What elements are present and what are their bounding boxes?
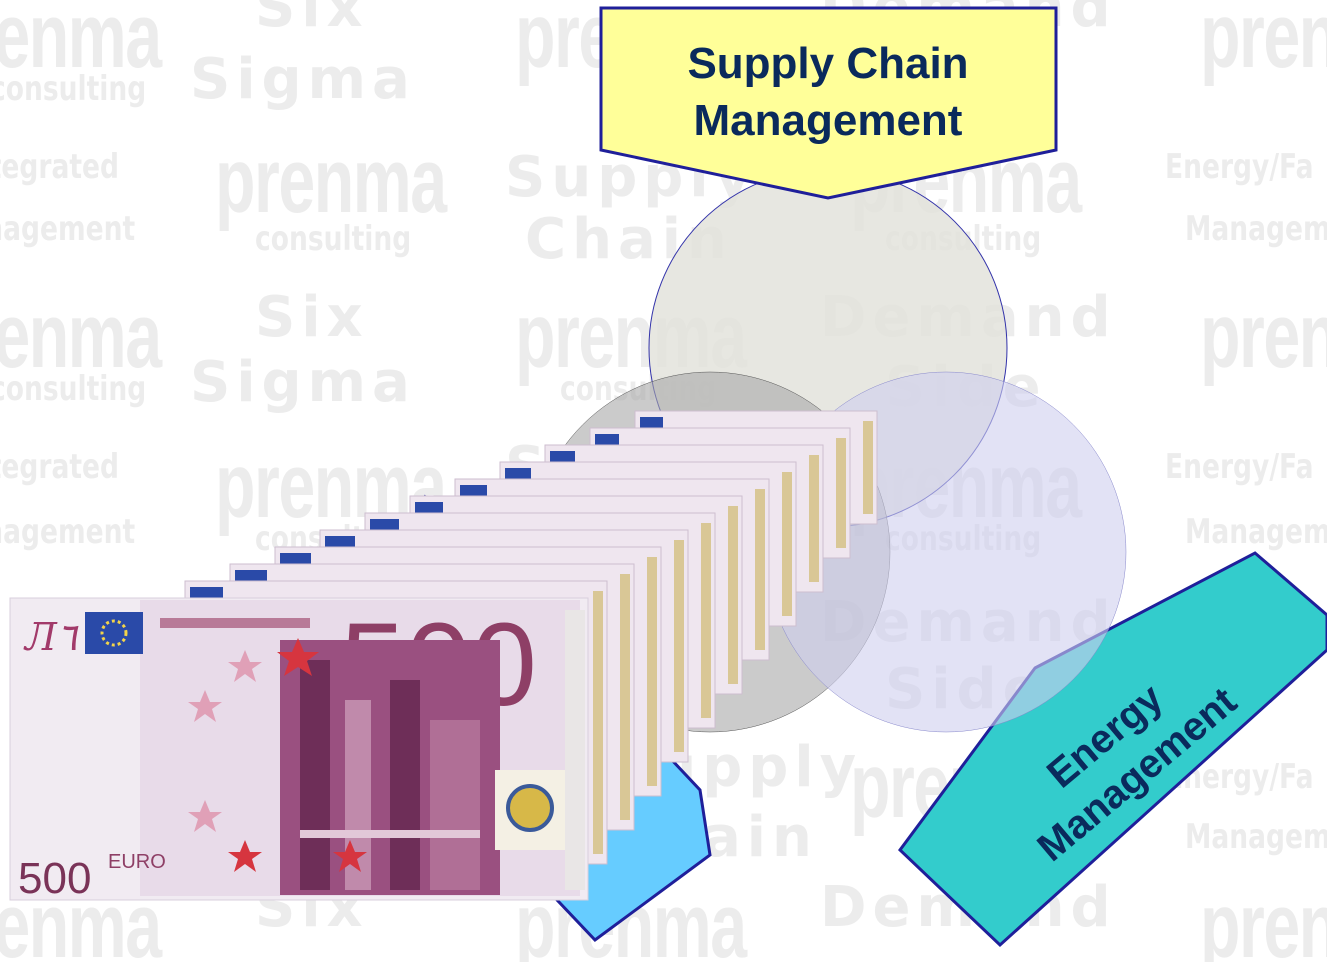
hologram-icon xyxy=(506,784,554,832)
watermark-consulting: consulting xyxy=(255,219,412,259)
banknote-star-icon xyxy=(333,840,367,872)
watermark-energy: Energy/Fa xyxy=(1165,447,1314,487)
banknote-star-icon xyxy=(188,690,222,722)
watermark-prenma: prenma xyxy=(215,130,447,232)
watermark-management: Management xyxy=(1185,817,1327,857)
banknote-signature-mark: Л٦ xyxy=(23,615,79,659)
supply-chain-callout: Supply Chain Management xyxy=(599,6,1058,200)
watermark-prenma: prenma xyxy=(1200,0,1327,87)
watermark-management: Management xyxy=(0,512,136,552)
watermark-energy: Energy/Fa xyxy=(1165,147,1314,187)
banknote-serial-band xyxy=(160,618,310,628)
watermark-prenma: prenma xyxy=(1200,285,1327,387)
eu-flag-icon xyxy=(85,612,143,654)
banknote-currency: EURO xyxy=(108,851,166,873)
watermark-integrated: Integrated xyxy=(0,447,120,487)
watermark-prenma: prenma xyxy=(1200,875,1327,962)
watermark-management: Management xyxy=(0,209,136,249)
banknote-value-small: 500 xyxy=(18,854,91,903)
watermark-sigma: Sigma xyxy=(190,350,416,415)
banknote-edge-strip xyxy=(565,610,585,890)
watermark-sigma: Sigma xyxy=(190,47,416,112)
banknote-star-icon xyxy=(188,800,222,832)
supply-chain-callout-shape xyxy=(599,6,1058,200)
eu-stars-icon xyxy=(100,619,128,647)
watermark-management: Management xyxy=(1185,512,1327,552)
banknote-front: Л٦ 500 500 EURO xyxy=(9,597,589,903)
watermark-integrated: Integrated xyxy=(0,147,120,187)
watermark-prenma: prenma xyxy=(0,285,162,387)
watermark-consulting: consulting xyxy=(0,69,147,109)
banknote-star-icon xyxy=(277,638,319,676)
supply-chain-callout-line1: Supply Chain xyxy=(687,39,968,88)
watermark-six: Six xyxy=(255,0,369,40)
energy-callout-shape xyxy=(898,551,1327,948)
watermark-management: Management xyxy=(1185,209,1327,249)
watermark-prenma: prenma xyxy=(0,0,162,87)
banknote-star-icon xyxy=(228,840,262,872)
watermark-six: Six xyxy=(255,285,369,350)
banknote-star-icon xyxy=(228,650,262,682)
supply-chain-callout-line2: Management xyxy=(694,96,963,145)
watermark-consulting: consulting xyxy=(0,369,147,409)
